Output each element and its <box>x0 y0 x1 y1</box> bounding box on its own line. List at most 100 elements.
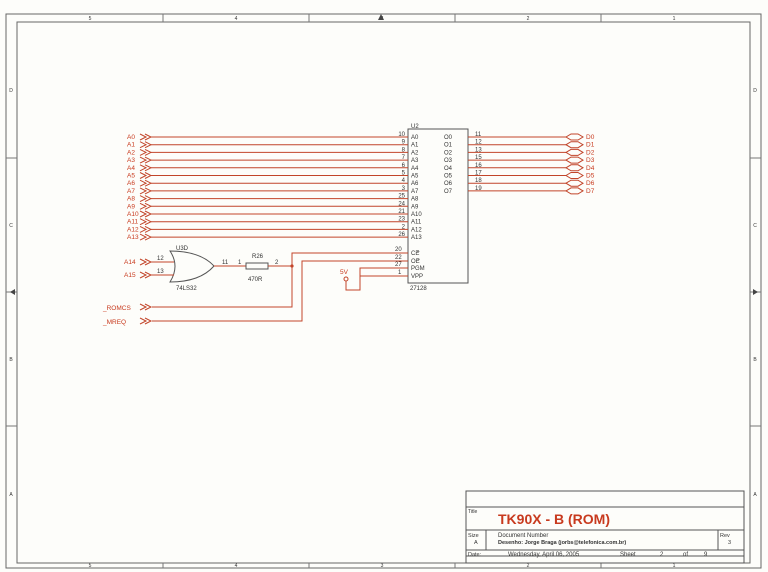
net-label: A9 <box>127 203 135 210</box>
port-arrow <box>139 218 153 226</box>
pin-number: 12 <box>157 256 164 262</box>
port-arrow <box>139 148 153 156</box>
pin-name: O1 <box>444 143 453 149</box>
u3d-refdes: U3D <box>176 246 189 252</box>
bidir-port <box>565 187 584 195</box>
port-label-mreq: _MREQ <box>102 319 126 326</box>
pin-number: 23 <box>398 217 405 223</box>
pin-name: A9 <box>411 204 419 210</box>
pin-number: 16 <box>475 163 482 169</box>
net-label: A0 <box>127 134 135 141</box>
title-label: Title <box>468 509 477 515</box>
zone-col-label: 4 <box>235 16 238 22</box>
pin-name: O0 <box>444 135 453 141</box>
of-label: of <box>683 552 688 558</box>
net-label: A5 <box>127 173 135 180</box>
date-label: Date: <box>468 552 482 558</box>
rev-value: 3 <box>728 540 731 546</box>
pin-name: O6 <box>444 181 453 187</box>
pin-name: A1 <box>411 143 419 149</box>
sheet-label: Sheet <box>620 552 636 558</box>
zone-col-label: 3 <box>381 563 384 569</box>
center-markers <box>10 14 758 295</box>
pin-number: 10 <box>398 132 405 138</box>
port-romcs: _ROMCS <box>102 303 153 312</box>
net-label: D6 <box>586 180 595 187</box>
pin-number: 1 <box>238 260 242 266</box>
port-arrow <box>139 164 153 172</box>
pin-name: A3 <box>411 158 419 164</box>
port-arrow <box>139 156 153 164</box>
pin-number: 6 <box>402 163 406 169</box>
pin-number: 13 <box>157 269 164 275</box>
pin-number: 18 <box>475 178 482 184</box>
net-label: D2 <box>586 149 595 156</box>
pin-name: A10 <box>411 212 422 218</box>
resistor-r26[interactable] <box>245 262 269 270</box>
supply-label-5v: 5V <box>340 269 349 276</box>
port-arrow <box>139 172 153 179</box>
u2-part-number: 27128 <box>410 286 427 292</box>
sheet-title: TK90X - B (ROM) <box>498 511 610 527</box>
pin-number: 7 <box>402 155 406 161</box>
pin-number: 12 <box>475 140 482 146</box>
pin-number: 17 <box>475 171 482 177</box>
bidir-port <box>565 179 584 187</box>
zone-row-label: A <box>753 492 757 498</box>
net-label: A1 <box>127 142 135 149</box>
pin-number: 2 <box>275 260 279 266</box>
net-label-a14: A14 <box>124 259 136 266</box>
chip-select-wiring <box>152 252 394 322</box>
zone-col-label: 1 <box>673 563 676 569</box>
pin-number: 3 <box>402 186 406 192</box>
pin-name: A5 <box>411 174 419 180</box>
port-arrow <box>139 195 153 203</box>
zone-row-label: B <box>753 357 757 363</box>
pin-name: A12 <box>411 227 422 233</box>
size-label: Size <box>468 533 479 539</box>
zone-col-label: 2 <box>527 16 530 22</box>
pin-number: 13 <box>475 147 482 153</box>
pin-name: A6 <box>411 181 419 187</box>
pin-name: A4 <box>411 166 419 172</box>
u3d-or-gate[interactable] <box>169 250 215 283</box>
sheet-frame-inner <box>16 21 751 564</box>
resistor-refdes: R26 <box>252 254 264 260</box>
net-label: D7 <box>586 188 595 195</box>
port-arrow <box>139 187 153 195</box>
port-label-romcs: _ROMCS <box>102 305 131 312</box>
pin-number: 4 <box>402 178 406 184</box>
pin-name-oe: OE <box>411 259 420 265</box>
rev-label: Rev <box>720 533 730 539</box>
data-line: O6 18 D6 <box>444 178 595 187</box>
bidir-port <box>565 164 584 172</box>
supply-5v: 5V <box>340 267 394 291</box>
pin-name: A8 <box>411 197 419 203</box>
sheet-count: 9 <box>704 552 708 558</box>
pin-number: 27 <box>395 262 402 268</box>
port-arrow <box>139 141 153 149</box>
net-label: A8 <box>127 196 135 203</box>
bidir-port <box>565 156 584 164</box>
pin-number: 1 <box>398 270 402 276</box>
port-arrow <box>139 225 153 233</box>
size-value: A <box>474 540 478 546</box>
pin-name: O2 <box>444 150 453 156</box>
date-value: Wednesday, April 06, 2005 <box>508 552 580 558</box>
net-label: A11 <box>127 219 138 226</box>
zone-row-label: C <box>753 223 757 229</box>
pin-name: O5 <box>444 174 453 180</box>
sheet-frame-outer <box>5 13 762 569</box>
resistor-value: 470R <box>248 277 263 283</box>
net-label: A3 <box>127 157 135 164</box>
pin-number: 25 <box>398 194 405 200</box>
pin-number: 11 <box>475 132 482 138</box>
zone-ticks <box>6 14 761 568</box>
